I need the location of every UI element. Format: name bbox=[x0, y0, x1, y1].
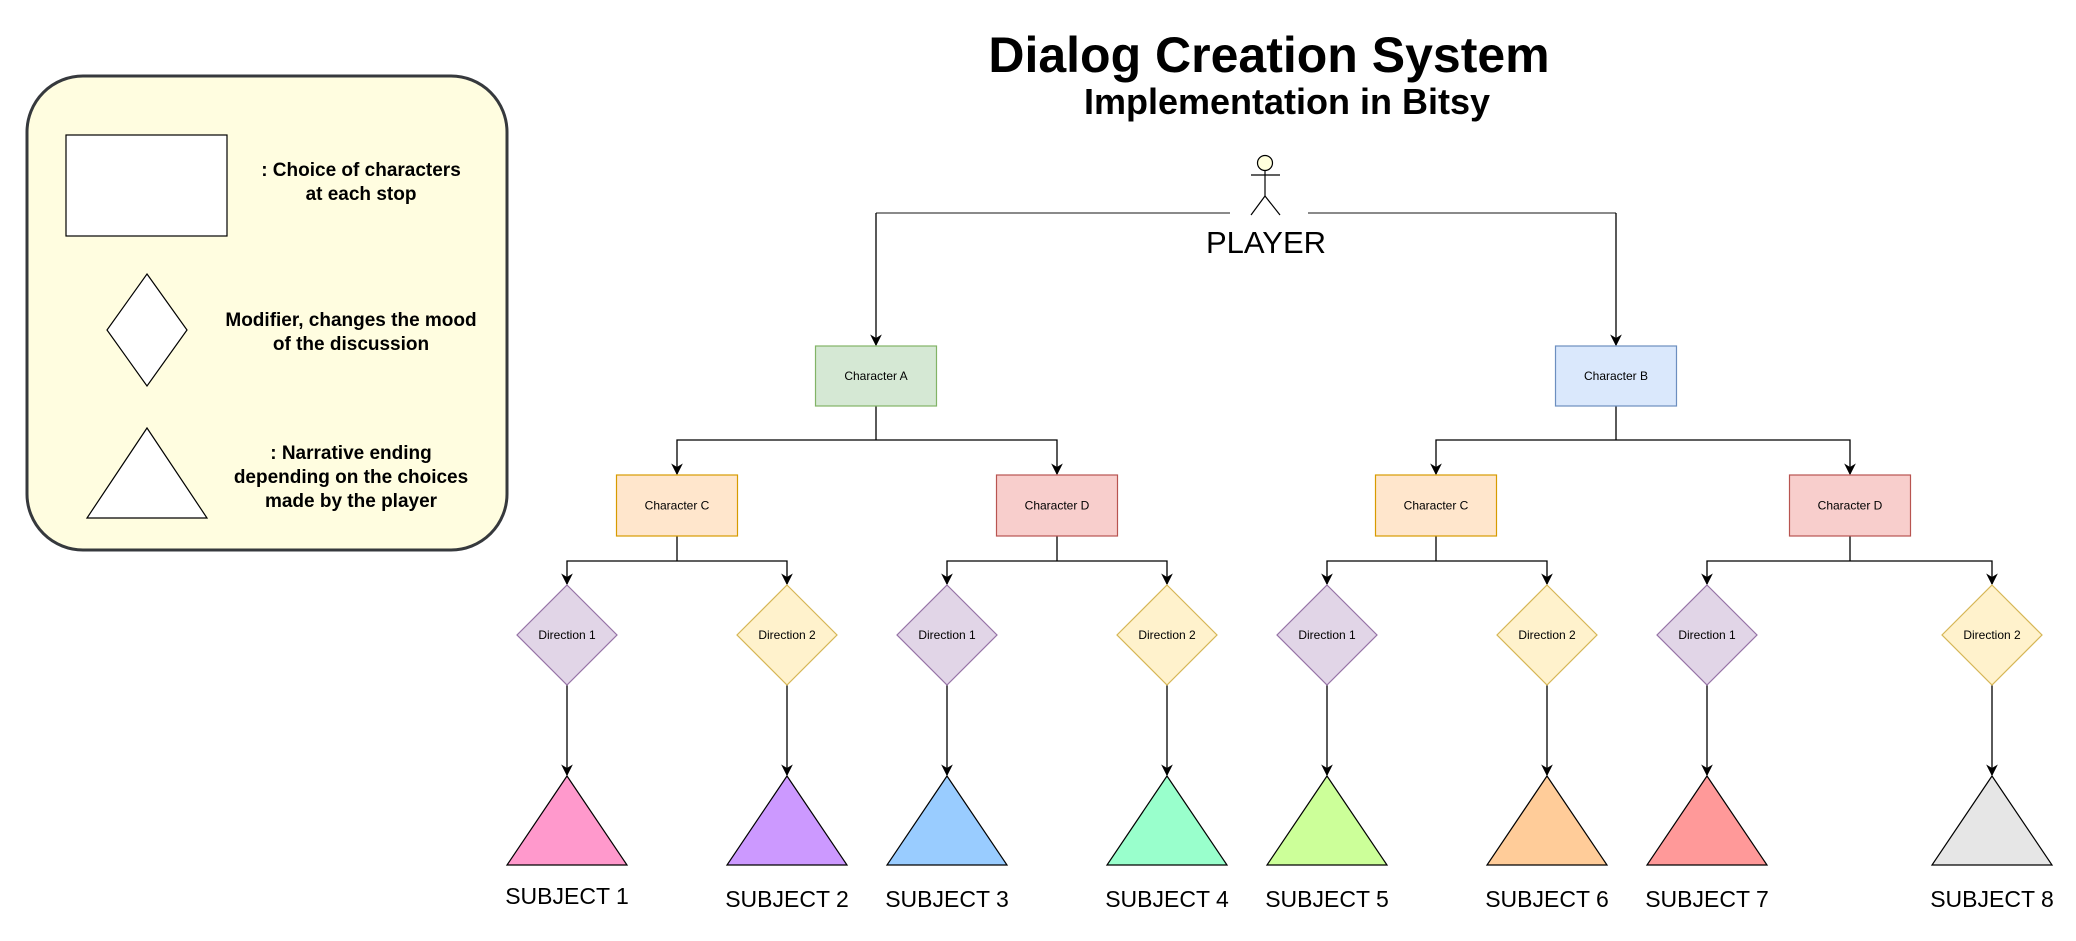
character-node-a[interactable]: Character A bbox=[814, 345, 938, 407]
character-box bbox=[1554, 345, 1678, 407]
direction-diamond bbox=[1941, 584, 2043, 686]
diagram-subtitle: Implementation in Bitsy bbox=[1084, 81, 1490, 122]
legend-rectangle-text-2: at each stop bbox=[306, 184, 417, 205]
character-label: Character C bbox=[1404, 499, 1469, 513]
edges bbox=[561, 212, 1998, 777]
connector-line bbox=[677, 560, 793, 586]
character-node-bc[interactable]: Character C bbox=[1374, 474, 1498, 537]
connector-line bbox=[1616, 439, 1856, 476]
subject-node-1[interactable]: SUBJECT 1 bbox=[505, 774, 629, 909]
subject-node-6[interactable]: SUBJECT 6 bbox=[1485, 774, 1609, 912]
legend-diamond-icon bbox=[106, 272, 188, 388]
legend-triangle-icon bbox=[85, 426, 209, 519]
connector-line bbox=[561, 560, 677, 586]
connector-line bbox=[1436, 560, 1553, 586]
direction-diamond bbox=[896, 584, 998, 686]
subject-triangle bbox=[505, 774, 629, 866]
legend-rectangle-text-1: : Choice of characters bbox=[261, 160, 461, 181]
character-node-b[interactable]: Character B bbox=[1554, 345, 1678, 407]
connector-line bbox=[1321, 560, 1436, 586]
character-label: Character A bbox=[844, 369, 907, 383]
direction-label: Direction 2 bbox=[1138, 628, 1196, 642]
direction-diamond bbox=[736, 584, 838, 686]
direction-node[interactable]: Direction 2 bbox=[1496, 584, 1598, 686]
character-label: Character C bbox=[645, 499, 710, 513]
subject-triangle bbox=[1485, 774, 1609, 866]
legend: : Choice of characters at each stop Modi… bbox=[25, 74, 509, 552]
connector-line bbox=[1057, 560, 1173, 586]
direction-node[interactable]: Direction 1 bbox=[896, 584, 998, 686]
direction-diamond bbox=[516, 584, 618, 686]
direction-diamond bbox=[1116, 584, 1218, 686]
direction-node[interactable]: Direction 2 bbox=[736, 584, 838, 686]
direction-node[interactable]: Direction 1 bbox=[1656, 584, 1758, 686]
character-node-bd[interactable]: Character D bbox=[1788, 474, 1912, 537]
character-node-ac[interactable]: Character C bbox=[615, 474, 739, 537]
player-actor[interactable]: PLAYER bbox=[1206, 154, 1326, 261]
subject-triangle bbox=[885, 774, 1009, 866]
direction-label: Direction 1 bbox=[538, 628, 596, 642]
direction-label: Direction 1 bbox=[1678, 628, 1736, 642]
direction-label: Direction 2 bbox=[1963, 628, 2021, 642]
character-box bbox=[1374, 474, 1498, 537]
connector-line bbox=[1701, 560, 1850, 586]
character-label: Character B bbox=[1584, 369, 1648, 383]
subject-node-8[interactable]: SUBJECT 8 bbox=[1930, 774, 2054, 912]
subject-node-2[interactable]: SUBJECT 2 bbox=[725, 774, 849, 912]
direction-diamond bbox=[1276, 584, 1378, 686]
direction-node[interactable]: Direction 2 bbox=[1116, 584, 1218, 686]
direction-diamond bbox=[1656, 584, 1758, 686]
subject-node-3[interactable]: SUBJECT 3 bbox=[885, 774, 1009, 912]
subject-label: SUBJECT 8 bbox=[1930, 886, 2054, 912]
direction-label: Direction 1 bbox=[918, 628, 976, 642]
diagram-title: Dialog Creation System bbox=[988, 27, 1549, 83]
subject-node-5[interactable]: SUBJECT 5 bbox=[1265, 774, 1389, 912]
character-label: Character D bbox=[1818, 499, 1883, 513]
stick-figure-icon bbox=[1250, 154, 1281, 216]
character-label: Character D bbox=[1025, 499, 1090, 513]
subject-triangle bbox=[725, 774, 849, 866]
direction-node[interactable]: Direction 1 bbox=[1276, 584, 1378, 686]
connector-line bbox=[1430, 439, 1616, 476]
character-box bbox=[814, 345, 938, 407]
subject-node-4[interactable]: SUBJECT 4 bbox=[1105, 774, 1229, 912]
character-node-ad[interactable]: Character D bbox=[995, 474, 1119, 537]
subject-label: SUBJECT 4 bbox=[1105, 886, 1229, 912]
connector-line bbox=[1850, 560, 1998, 586]
direction-label: Direction 1 bbox=[1298, 628, 1356, 642]
character-box bbox=[995, 474, 1119, 537]
direction-node[interactable]: Direction 1 bbox=[516, 584, 618, 686]
subject-label: SUBJECT 3 bbox=[885, 886, 1009, 912]
subject-triangle bbox=[1930, 774, 2054, 866]
connector-line bbox=[876, 439, 1063, 476]
direction-label: Direction 2 bbox=[758, 628, 816, 642]
nodes: Character A Character B Character C Charact… bbox=[505, 345, 2054, 912]
subject-label: SUBJECT 2 bbox=[725, 886, 849, 912]
legend-rectangle-icon bbox=[65, 134, 228, 237]
legend-triangle-text-1: : Narrative ending bbox=[270, 443, 432, 464]
direction-diamond bbox=[1496, 584, 1598, 686]
legend-diamond-text-2: of the discussion bbox=[273, 334, 429, 355]
legend-diamond-text-1: Modifier, changes the mood bbox=[225, 310, 476, 331]
subject-triangle bbox=[1105, 774, 1229, 866]
legend-triangle-text-3: made by the player bbox=[265, 491, 438, 512]
direction-label: Direction 2 bbox=[1518, 628, 1576, 642]
character-box bbox=[615, 474, 739, 537]
subject-triangle bbox=[1265, 774, 1389, 866]
connector-line bbox=[671, 439, 876, 476]
legend-triangle-text-2: depending on the choices bbox=[234, 467, 468, 488]
character-box bbox=[1788, 474, 1912, 537]
subject-label: SUBJECT 6 bbox=[1485, 886, 1609, 912]
subject-label: SUBJECT 5 bbox=[1265, 886, 1389, 912]
subject-triangle bbox=[1645, 774, 1769, 866]
subject-label: SUBJECT 7 bbox=[1645, 886, 1769, 912]
player-label: PLAYER bbox=[1206, 225, 1326, 260]
subject-node-7[interactable]: SUBJECT 7 bbox=[1645, 774, 1769, 912]
direction-node[interactable]: Direction 2 bbox=[1941, 584, 2043, 686]
subject-label: SUBJECT 1 bbox=[505, 883, 629, 909]
connector-line bbox=[941, 560, 1057, 586]
